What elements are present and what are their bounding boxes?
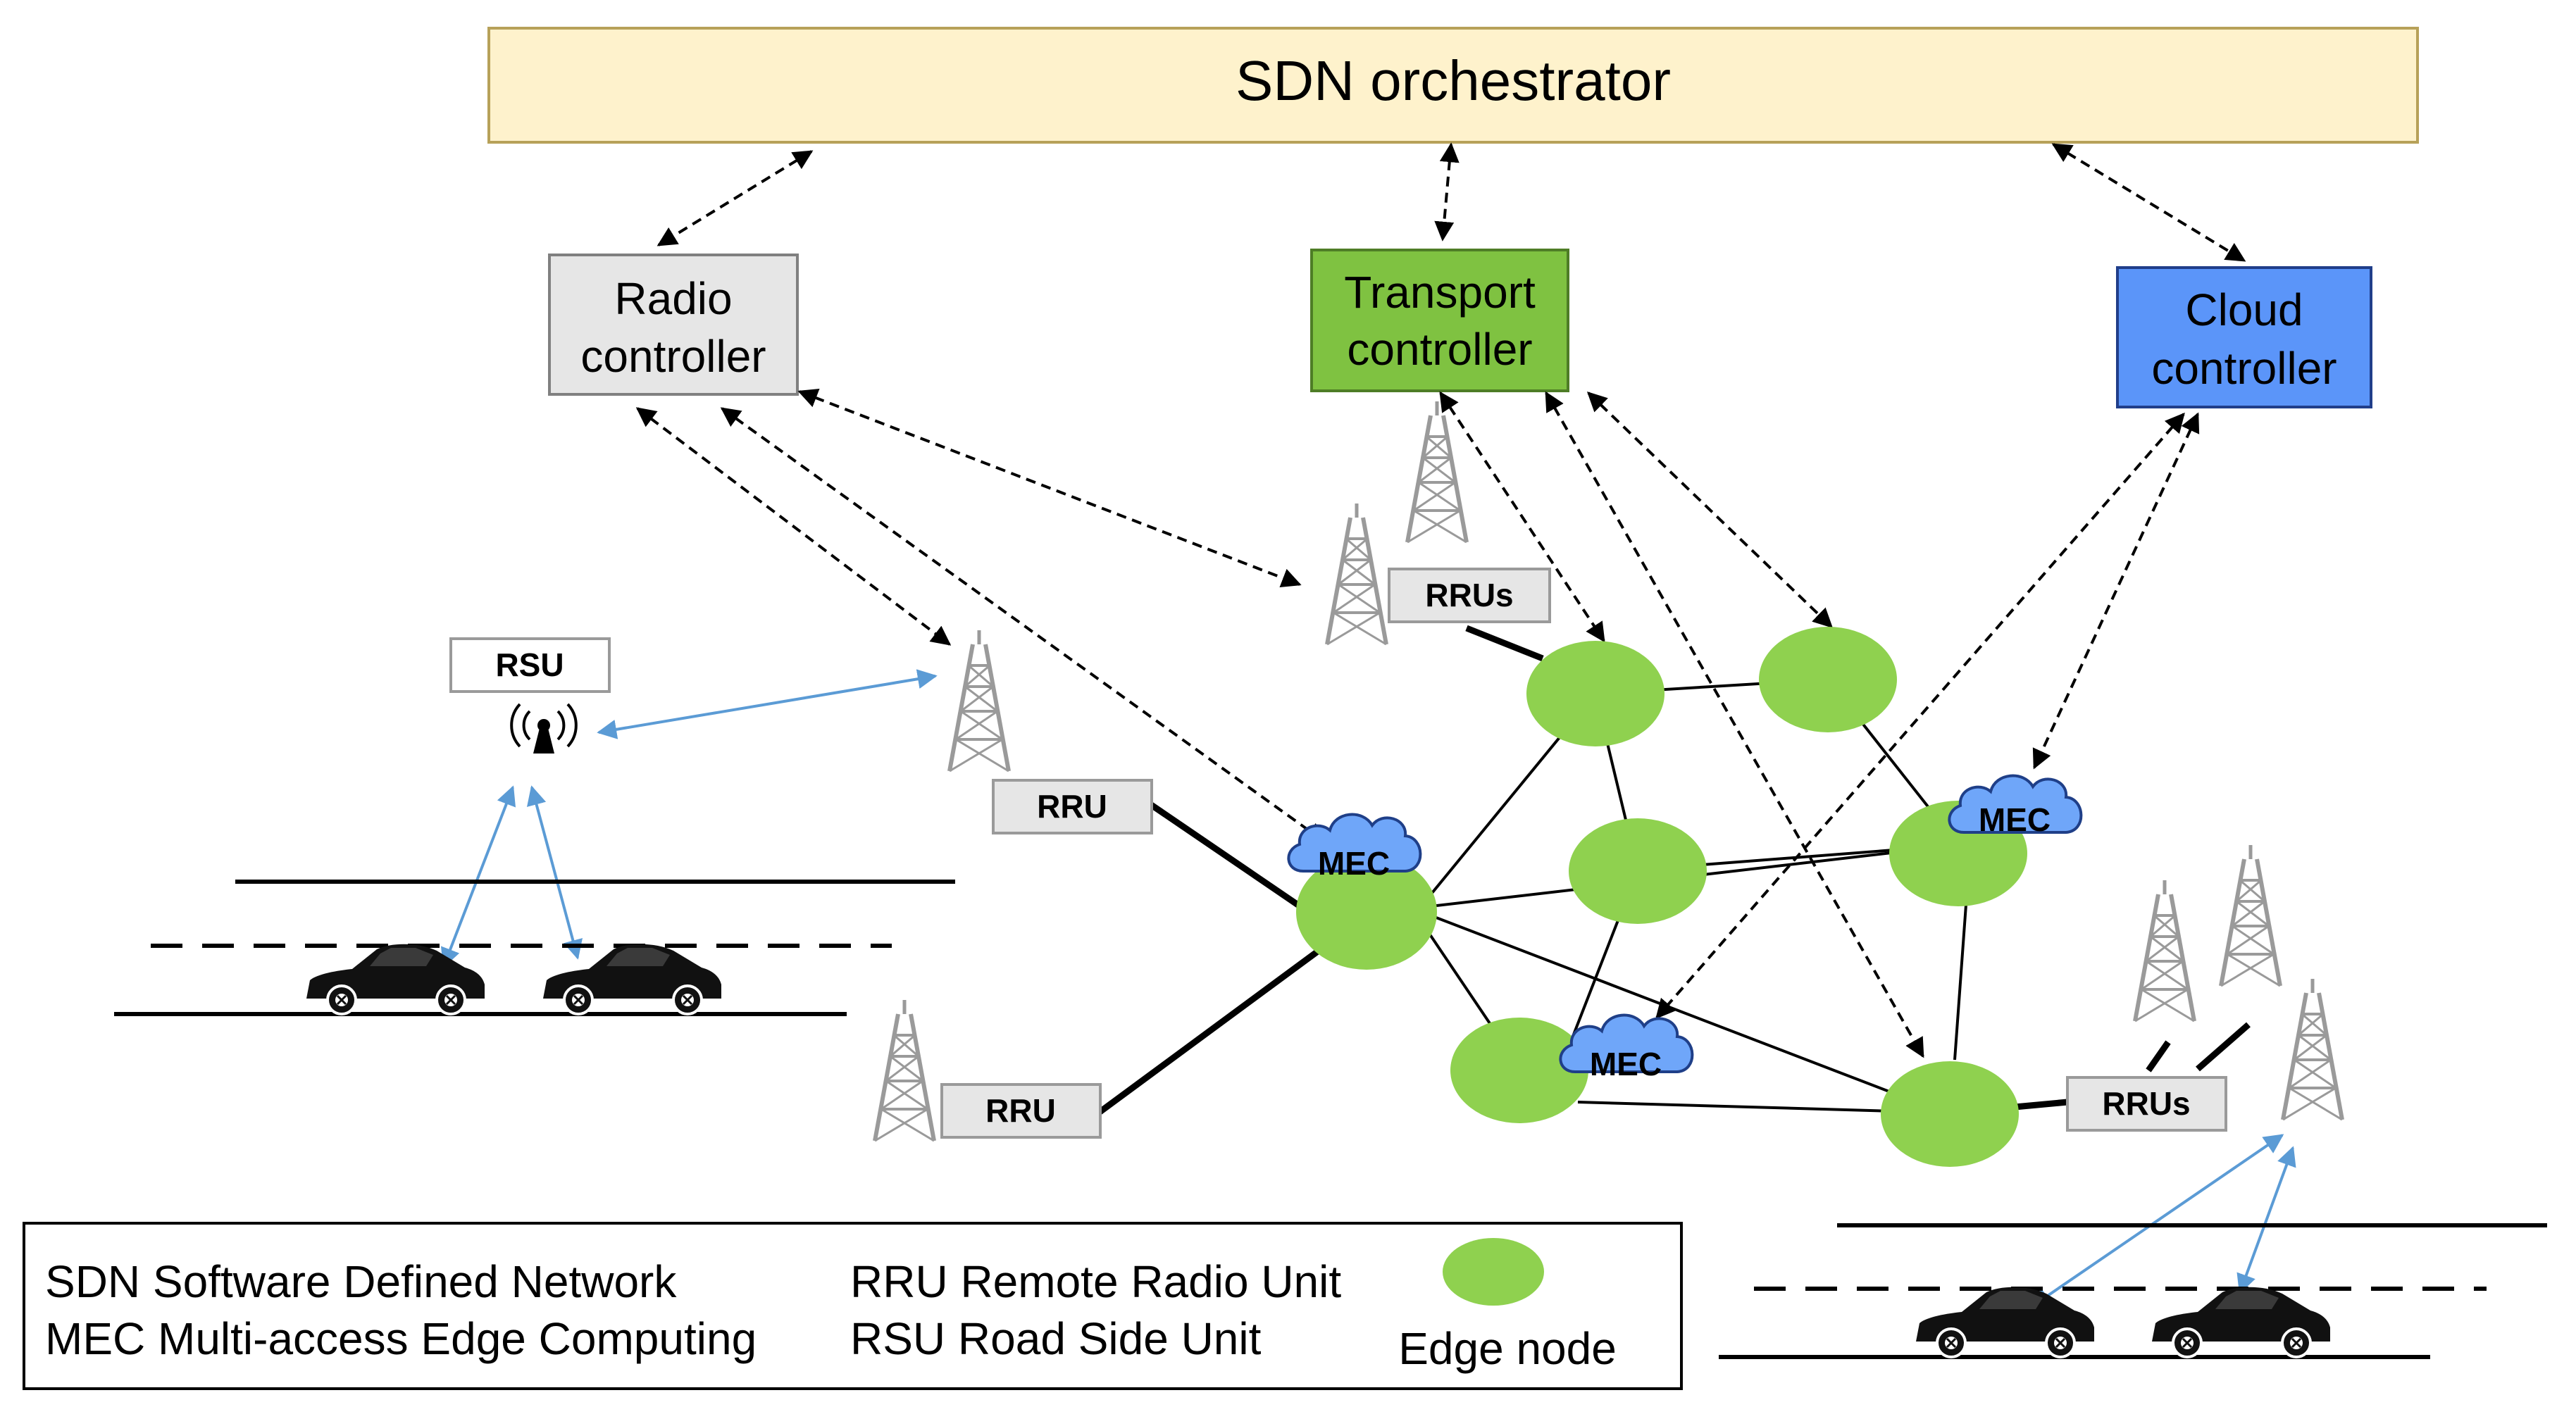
legend-box: [23, 1222, 1683, 1390]
svg-text:MEC: MEC: [1590, 1046, 1662, 1082]
link-cloud-mec-right: [2032, 412, 2200, 770]
mec-cloud-left: MEC: [1287, 813, 1422, 882]
edge-node: [1759, 627, 1897, 732]
radio-controller-line2: controller: [580, 331, 766, 382]
rrus-tag-top: RRUs: [1388, 568, 1551, 623]
cloud-controller-line1: Cloud: [2185, 284, 2303, 335]
transport-controller-line2: controller: [1347, 324, 1532, 375]
edge-node: [1526, 641, 1665, 746]
control-links: [635, 142, 2246, 1058]
car-icon: [542, 942, 723, 1015]
radio-controller-line1: Radio: [614, 273, 732, 324]
edge-node: [1450, 1018, 1588, 1123]
svg-text:MEC: MEC: [1318, 845, 1390, 882]
mec-cloud-lower: MEC: [1559, 1013, 1694, 1082]
fronthaul-links: [1097, 625, 2251, 1115]
tower-icon: [1327, 504, 1386, 644]
svg-text:RRUs: RRUs: [1425, 577, 1513, 613]
tower-icon: [950, 630, 1009, 771]
link-radio-mec-left: [720, 407, 1326, 843]
legend-edge-node: Edge node: [1398, 1323, 1617, 1374]
radio-controller: Radio controller: [548, 254, 799, 396]
road-left: [114, 880, 955, 1016]
svg-text:RSU: RSU: [495, 646, 564, 683]
legend-rru: RRU Remote Radio Unit: [850, 1256, 1341, 1307]
edge-nodes: [1296, 627, 2027, 1167]
tower-icon: [2135, 880, 2194, 1021]
svg-text:RRU: RRU: [1037, 788, 1107, 825]
legend: SDN Software Defined Network MEC Multi-a…: [23, 1222, 1683, 1390]
tower-icon: [875, 1000, 934, 1141]
edge-node: [1569, 818, 1707, 924]
link-orchestrator-radio: [657, 150, 814, 246]
svg-text:RRU: RRU: [985, 1092, 1056, 1129]
edge-node: [1296, 854, 1437, 970]
sdn-orchestrator-box: [487, 27, 2419, 144]
rsu-antenna-icon: [510, 703, 578, 753]
transport-controller-line1: Transport: [1344, 267, 1536, 318]
wireless-links: [441, 669, 2296, 1308]
legend-mec: MEC Multi-access Edge Computing: [45, 1313, 757, 1364]
rrus-tag-right: RRUs: [2066, 1076, 2227, 1132]
link-radio-tower-rru: [635, 407, 952, 646]
tower-icon: [1407, 401, 1467, 542]
car-icon: [305, 942, 486, 1015]
link-orchestrator-cloud: [2051, 143, 2246, 262]
link-orchestrator-transport: [1434, 142, 1460, 242]
svg-text:RRUs: RRUs: [2102, 1085, 2190, 1122]
rsu-tag: RSU: [449, 637, 611, 693]
sdn-orchestrator-label: SDN orchestrator: [1236, 49, 1671, 112]
edge-node: [1881, 1061, 2019, 1167]
car-icon: [1915, 1285, 2096, 1358]
tower-icon: [2221, 845, 2280, 986]
tower-icon: [2283, 979, 2342, 1120]
mec-cloud-right: MEC: [1948, 774, 2083, 838]
rru-tag-upper: RRU: [992, 779, 1153, 834]
road-right: [1719, 1223, 2547, 1359]
link-cloud-mec-lower: [1655, 412, 2185, 1020]
svg-text:MEC: MEC: [1979, 801, 2051, 838]
car-icon: [2151, 1285, 2332, 1358]
cloud-controller: Cloud controller: [2116, 266, 2372, 408]
cloud-controller-line2: controller: [2151, 343, 2337, 394]
rru-tag-lower: RRU: [940, 1083, 1102, 1139]
link-transport-node-2: [1586, 392, 1834, 628]
transport-controller: Transport controller: [1310, 249, 1569, 392]
link-radio-tower-top: [797, 389, 1302, 587]
legend-sdn: SDN Software Defined Network: [45, 1256, 677, 1307]
legend-rsu: RSU Road Side Unit: [850, 1313, 1262, 1364]
legend-edge-node-swatch: [1443, 1238, 1544, 1306]
